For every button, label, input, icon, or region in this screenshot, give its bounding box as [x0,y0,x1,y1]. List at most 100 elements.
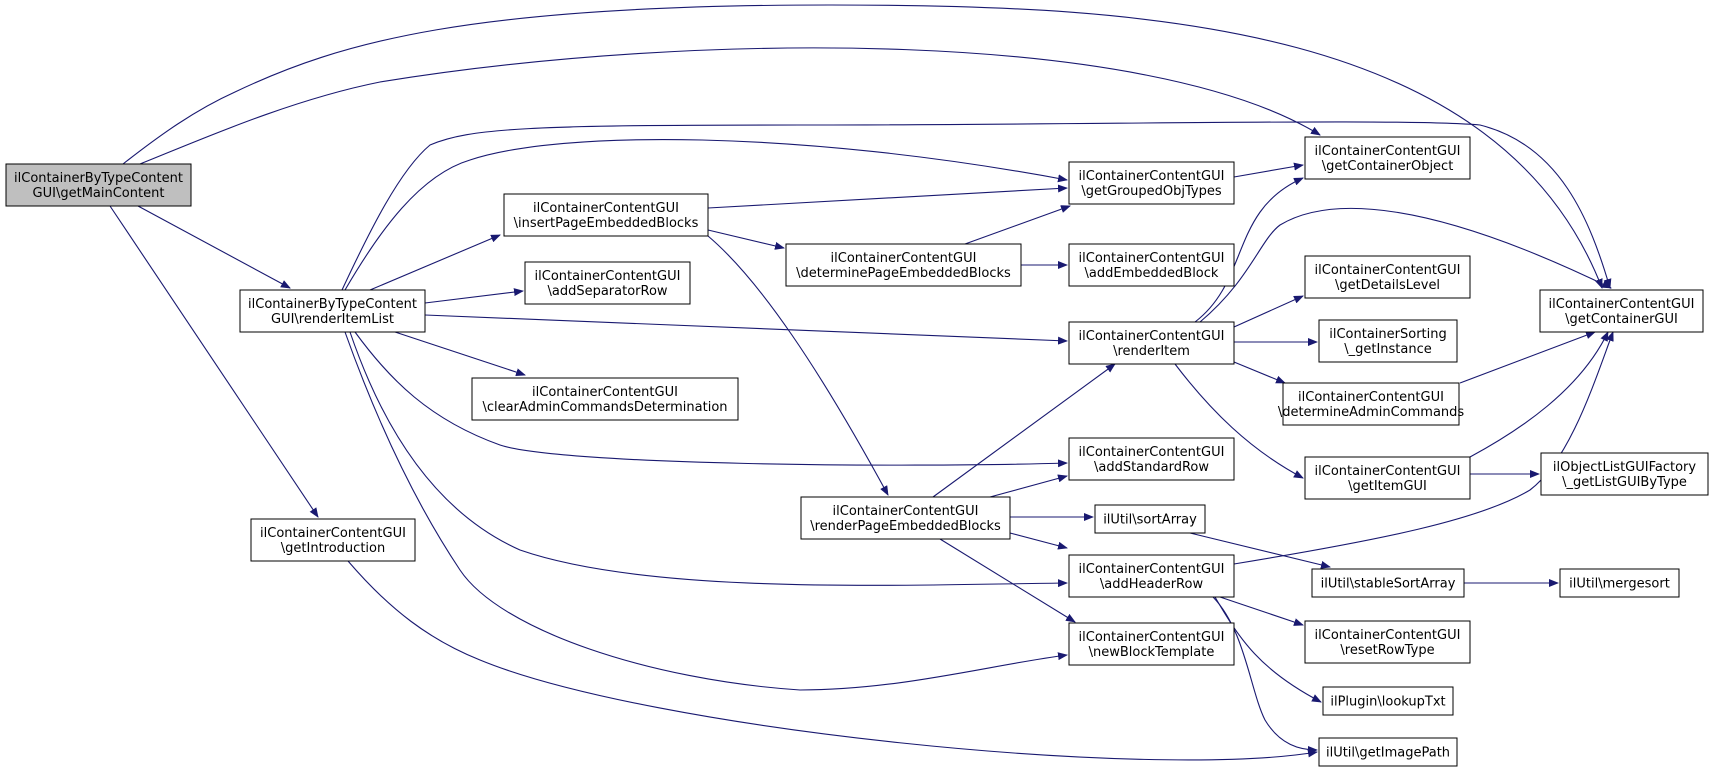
edge-n13-to-n27 [1214,596,1322,703]
node-box [1282,382,1460,426]
node-label-line: \addHeaderRow [1100,577,1204,592]
function-node[interactable]: ilContainerContentGUI\getContainerObject [1304,136,1471,180]
node-label-line: ilContainerContentGUI [1079,630,1225,645]
node-box [1068,243,1235,287]
edge-n13-to-n26 [1219,596,1304,626]
node-label-line: ilObjectListGUIFactory [1553,460,1697,475]
edge-n4-to-n10 [424,314,1068,345]
edge-n16-to-n14 [939,538,1076,623]
node-label-line: ilContainerContentGUI [1315,628,1461,643]
node-label-line: \getItemGUI [1348,479,1427,494]
node-box [1322,686,1454,716]
node-label-line: GUI\renderItemList [271,312,394,327]
function-node[interactable]: ilContainerSorting\_getInstance [1318,319,1458,363]
function-node[interactable]: ilUtil\getImagePath [1318,737,1458,767]
node-box [800,496,1011,540]
node-box [1304,456,1471,500]
function-node[interactable]: ilContainerContentGUI\getGroupedObjTypes [1068,161,1235,205]
node-label-line: ilContainerByTypeContent [14,171,183,186]
edge-n18-to-n24 [1189,532,1331,569]
edge-n10-to-n3 [1199,207,1612,323]
node-label-line: \addEmbeddedBlock [1085,266,1219,281]
function-node[interactable]: ilContainerContentGUI\newBlockTemplate [1068,622,1235,666]
node-label-line: GUI\getMainContent [33,186,165,201]
node-label-line: ilContainerContentGUI [1315,144,1461,159]
function-node[interactable]: ilContainerContentGUI\renderPageEmbedded… [800,496,1011,540]
function-node[interactable]: ilContainerContentGUI\resetRowType [1304,620,1471,664]
function-node[interactable]: ilContainerByTypeContentGUI\renderItemLi… [239,289,426,333]
edge-n16-to-n10 [932,363,1116,498]
function-node[interactable]: ilUtil\sortArray [1094,504,1206,534]
node-box [1068,622,1235,666]
edge-n4-to-n9 [424,288,524,304]
function-node[interactable]: ilContainerContentGUI\addHeaderRow [1068,554,1235,598]
function-node[interactable]: ilContainerContentGUI\renderItem [1068,321,1235,365]
node-label-line: ilContainerContentGUI [1079,329,1225,344]
node-box [503,193,709,237]
node-label-line: ilContainerContentGUI [1079,562,1225,577]
function-node[interactable]: ilContainerContentGUI\addStandardRow [1068,437,1235,481]
function-node[interactable]: ilContainerContentGUI\getContainerGUI [1539,289,1704,333]
edge-n16-to-n12 [989,474,1068,498]
node-box [1540,452,1709,496]
node-label-line: \addStandardRow [1094,460,1209,475]
node-box [5,163,192,207]
node-box [785,243,1022,287]
node-box [1068,161,1235,205]
node-label-line: ilContainerContentGUI [1298,390,1444,405]
function-node[interactable]: ilUtil\mergesort [1559,568,1680,598]
edge-n22-to-n3 [1469,331,1609,458]
node-label-line: \getDetailsLevel [1335,278,1440,293]
edge-n4-to-n13 [349,331,1068,588]
node-label-line: ilContainerByTypeContent [248,297,417,312]
node-label-line: ilContainerContentGUI [260,526,406,541]
node-label-line: ilUtil\sortArray [1103,513,1197,528]
function-node[interactable]: ilPlugin\lookupTxt [1322,686,1454,716]
function-node[interactable]: ilObjectListGUIFactory\_getListGUIByType [1540,452,1709,496]
node-layer: ilContainerByTypeContentGUI\getMainConte… [5,136,1709,767]
edge-n4-to-n14 [344,331,1068,691]
node-label-line: \_getListGUIByType [1562,475,1687,490]
node-label-line: \clearAdminCommandsDetermination [482,400,727,415]
node-box [1068,321,1235,365]
edge-n4-to-n12 [354,331,1068,468]
edge-n1-to-n5 [109,205,319,518]
edge-n10-to-n22 [1174,363,1304,479]
node-label-line: ilContainerContentGUI [532,385,678,400]
node-box [1559,568,1680,598]
node-label-line: ilContainerContentGUI [831,251,977,266]
root-function-node[interactable]: ilContainerByTypeContentGUI\getMainConte… [5,163,192,207]
node-label-line: \newBlockTemplate [1089,645,1215,660]
node-label-line: ilContainerContentGUI [1079,169,1225,184]
function-node[interactable]: ilContainerContentGUI\addEmbeddedBlock [1068,243,1235,287]
edge-n7-to-n2 [1233,162,1304,178]
function-node[interactable]: ilContainerContentGUI\getItemGUI [1304,456,1471,500]
function-node[interactable]: ilContainerContentGUI\insertPageEmbedded… [503,193,709,237]
node-label-line: ilUtil\getImagePath [1326,746,1450,761]
node-label-line: ilUtil\stableSortArray [1321,577,1456,592]
function-node[interactable]: ilContainerContentGUI\getIntroduction [250,518,416,562]
edge-n1-to-n2 [139,47,1321,165]
node-label-line: \resetRowType [1340,643,1434,658]
node-label-line: \getIntroduction [281,541,385,556]
function-node[interactable]: ilContainerContentGUI\addSeparatorRow [524,261,691,305]
node-box [1318,737,1458,767]
function-node[interactable]: ilContainerContentGUI\clearAdminCommands… [471,377,739,421]
function-node[interactable]: ilContainerContentGUI\determinePageEmbed… [785,243,1022,287]
node-box [524,261,691,305]
node-label-line: ilContainerSorting [1329,327,1447,342]
node-label-line: \getContainerGUI [1565,312,1678,327]
edge-n16-to-n13 [1009,532,1068,550]
edge-n13-to-n3 [1233,331,1614,565]
function-node[interactable]: ilUtil\stableSortArray [1311,568,1465,598]
node-label-line: ilContainerContentGUI [533,201,679,216]
edge-n5-to-n6 [347,560,1318,761]
function-node[interactable]: ilContainerContentGUI\determineAdminComm… [1278,382,1465,426]
node-label-line: \insertPageEmbeddedBlocks [514,216,699,231]
edge-n1-to-n4 [137,205,291,289]
edge-n21-to-n3 [1459,331,1596,384]
node-label-line: ilPlugin\lookupTxt [1330,695,1445,710]
function-node[interactable]: ilContainerContentGUI\getDetailsLevel [1304,255,1471,299]
node-label-line: \renderPageEmbeddedBlocks [810,519,1001,534]
